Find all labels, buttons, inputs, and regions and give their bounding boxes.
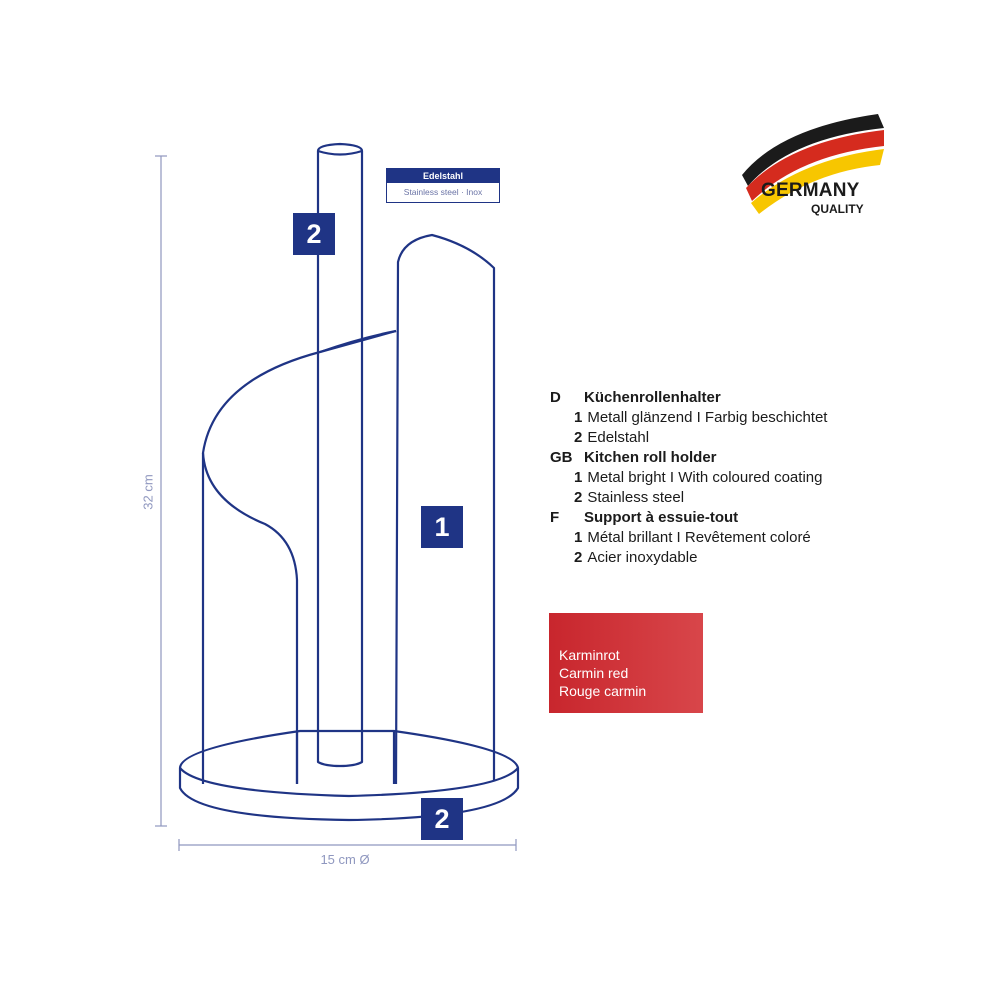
germany-quality-badge: GERMANY QUALITY	[735, 110, 890, 220]
material-tag-title: Edelstahl	[387, 169, 499, 183]
body-left	[201, 329, 397, 784]
flag-swoosh-icon	[742, 114, 884, 214]
diameter-dimension-label: 15 cm Ø	[320, 852, 370, 867]
callout-body: 1	[421, 506, 463, 548]
swatch-line: Rouge carmin	[559, 683, 647, 699]
material-tag: Edelstahl Stainless steel · Inox	[386, 168, 500, 203]
badge-line2: QUALITY	[811, 202, 864, 216]
dimension-lines	[155, 155, 517, 851]
badge-line1: GERMANY	[761, 180, 860, 201]
callout-pole: 2	[293, 213, 335, 255]
swatch-line: Carmin red	[559, 665, 629, 681]
color-swatch: Karminrot Carmin red Rouge carmin	[549, 613, 703, 713]
holder-outline	[178, 142, 520, 822]
height-dimension-label: 32 cm	[140, 474, 156, 510]
swatch-line: Karminrot	[559, 647, 620, 663]
material-tag-subtitle: Stainless steel · Inox	[403, 187, 483, 197]
callout-base: 2	[421, 798, 463, 840]
body-right	[394, 233, 496, 785]
base-plate	[178, 729, 520, 822]
